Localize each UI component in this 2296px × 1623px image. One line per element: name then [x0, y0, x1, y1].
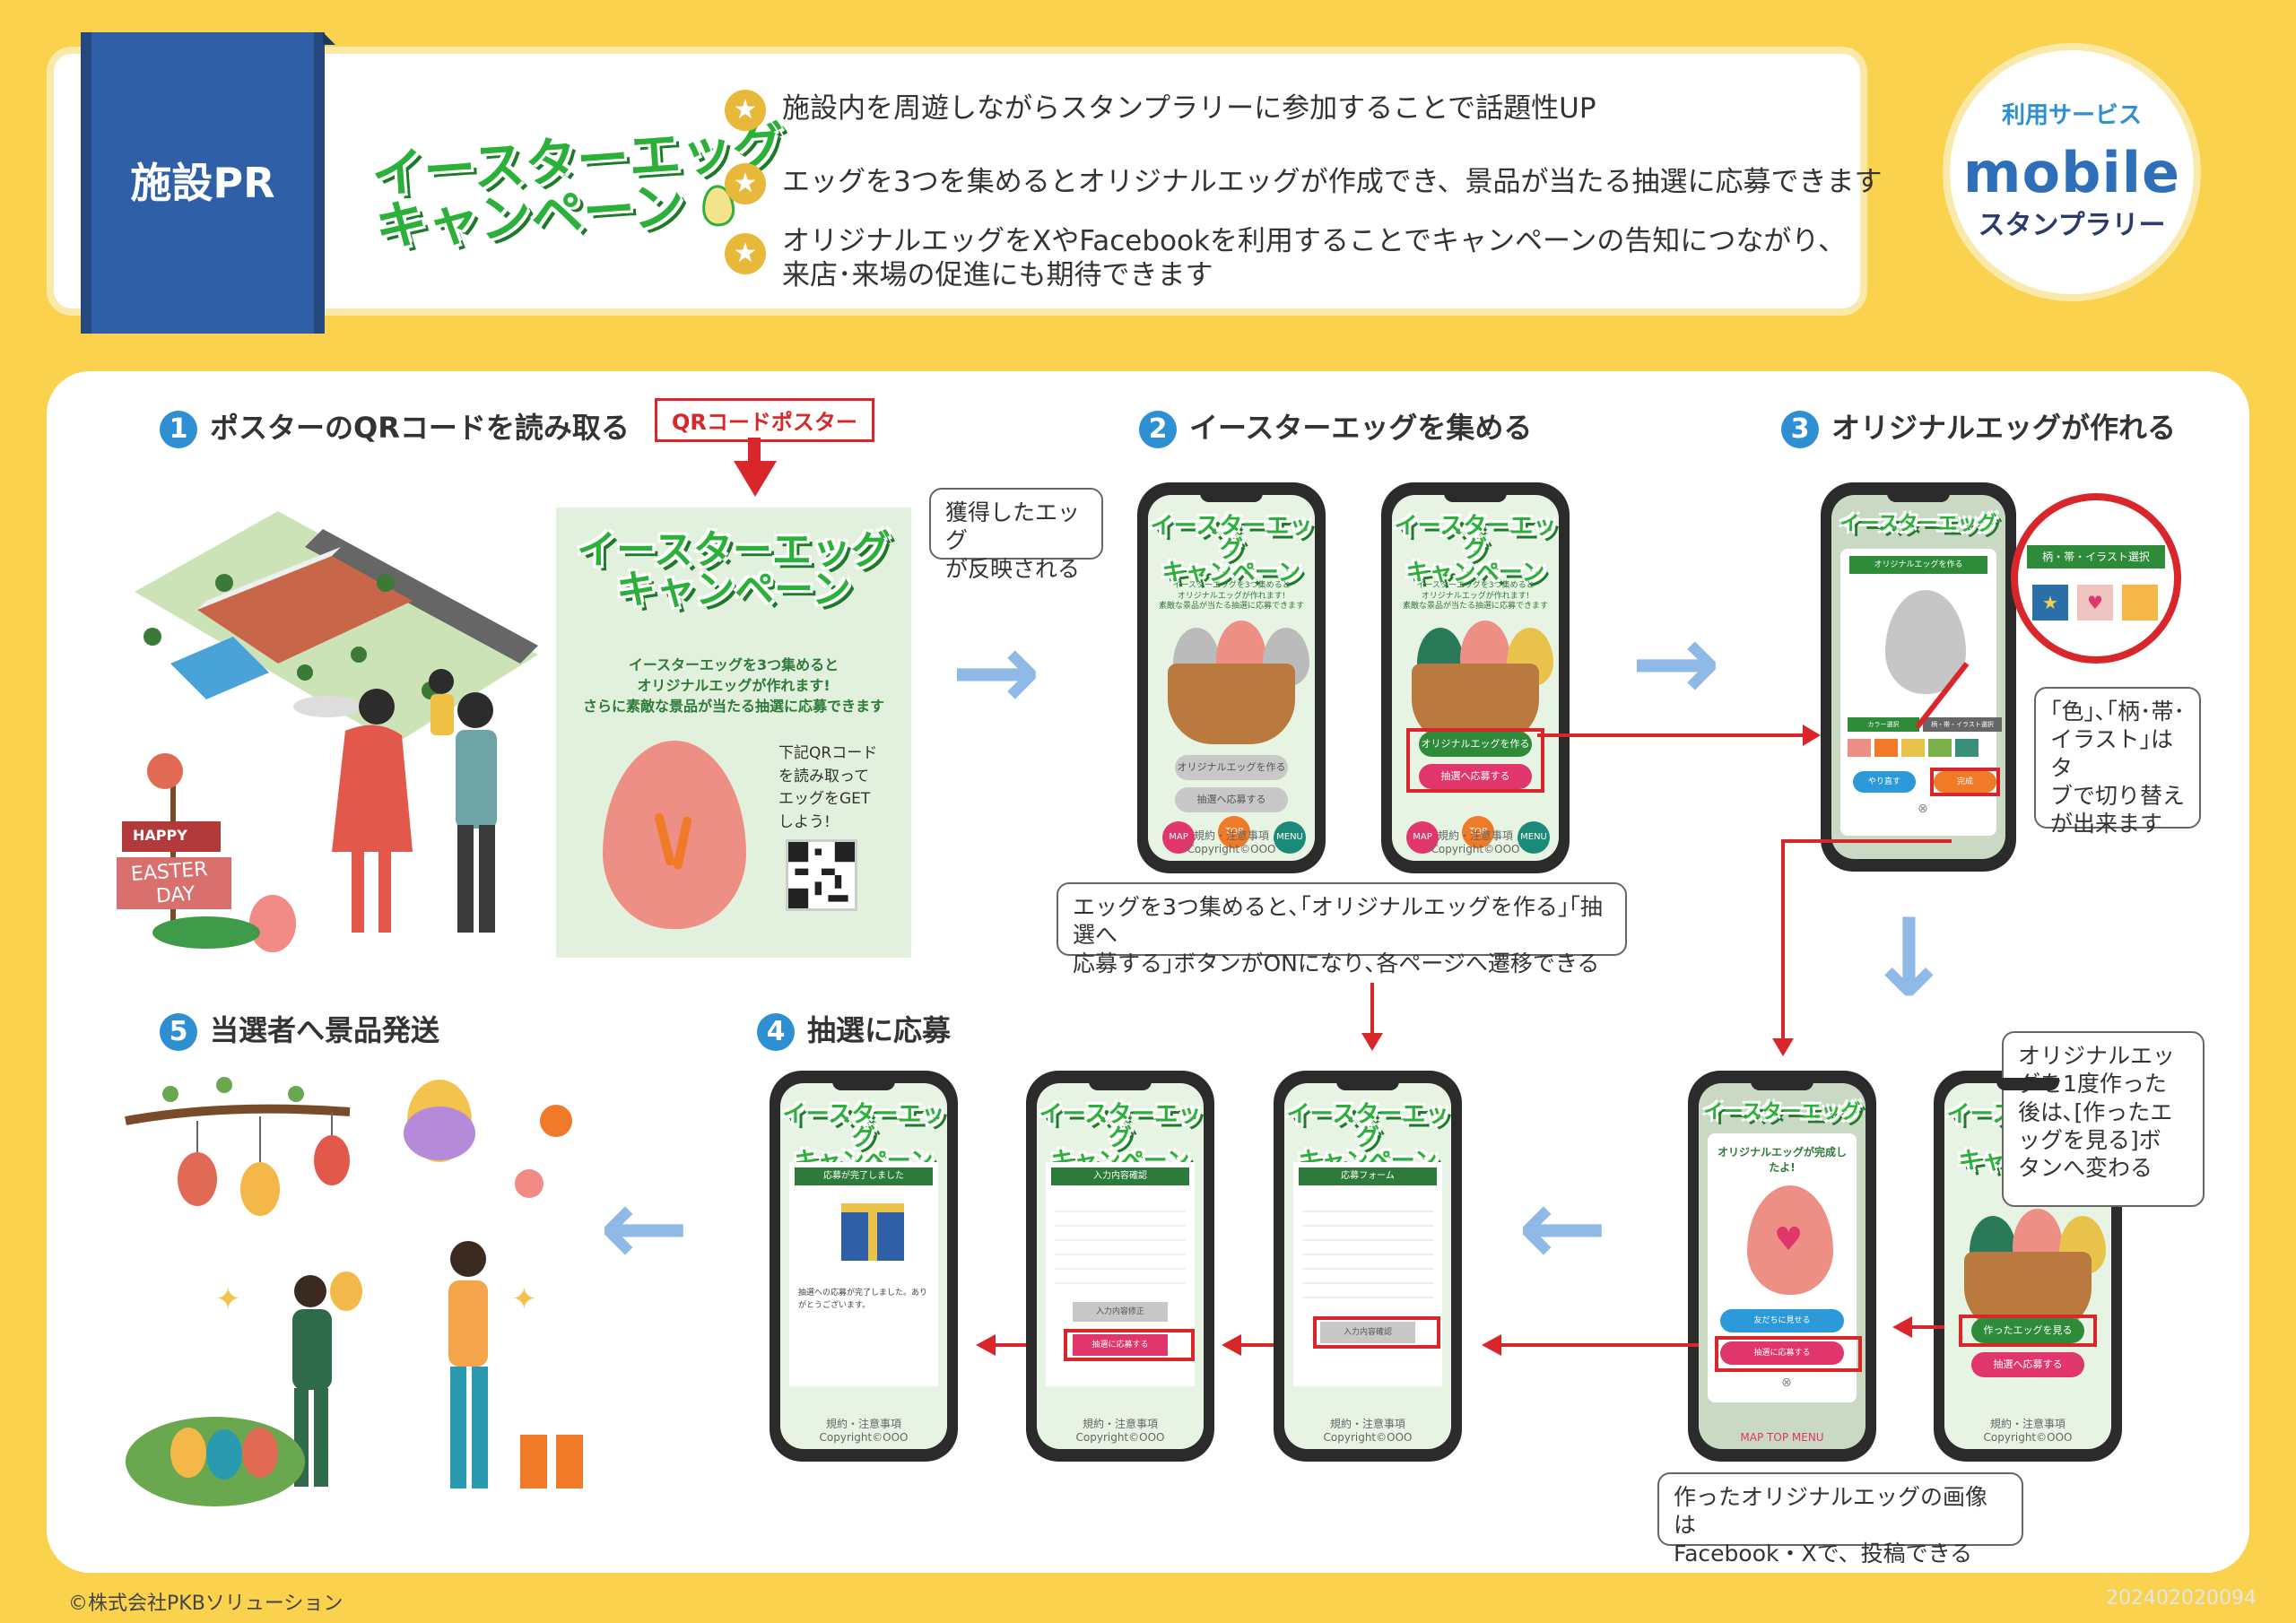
- service-sub: スタンプラリー: [1978, 210, 2166, 241]
- phone-entry-confirm: イースターエッグキャンペーン 入力内容確認 入力内容修正 抽選に応募する 規約・…: [1026, 1071, 1214, 1462]
- flow-arrow-right-icon: →: [1631, 601, 1721, 725]
- phone-egg-complete: イースターエッグ オリジナルエッグが完成したよ! ♥ 友だちに見せる 抽選に応募…: [1688, 1071, 1876, 1462]
- show-friends-button[interactable]: 友だちに見せる: [1720, 1309, 1844, 1332]
- header-card: [47, 47, 1867, 316]
- zoom-label: 柄・帯・イラスト選択: [2027, 545, 2165, 568]
- svg-text:✦: ✦: [215, 1281, 241, 1317]
- confirm-input-button[interactable]: 入力内容確認: [1320, 1322, 1415, 1343]
- maker-title: オリジナルエッグを作る: [1849, 556, 1987, 574]
- top-button[interactable]: TOP: [1218, 816, 1250, 848]
- flow-arrow-left-icon: ←: [599, 1166, 690, 1290]
- star-icon: ★: [725, 233, 766, 274]
- apply-button-disabled[interactable]: 抽選へ応募する: [1174, 787, 1289, 812]
- gift-box-icon: [841, 1203, 904, 1261]
- complete-message: 抽選への応募が完了しました。ありがとうございます。: [798, 1289, 928, 1310]
- view-egg-button[interactable]: 作ったエッグを見る: [1970, 1318, 2085, 1343]
- complete-title: オリジナルエッグが完成したよ!: [1717, 1146, 1847, 1174]
- apply-button[interactable]: 抽選へ応募する: [1970, 1352, 2085, 1377]
- caption-egg-reflected: 獲得したエッグ が反映される: [929, 488, 1103, 582]
- service-badge: 利用サービス mobile スタンプラリー: [1943, 43, 2201, 301]
- submit-apply-button[interactable]: 抽選に応募する: [1073, 1334, 1168, 1356]
- phone-collect-before: イースターエッグキャンペーン イースターエッグを3つ集めるとオリジナルエッグが作…: [1137, 482, 1326, 873]
- phone-entry-complete: イースターエッグキャンペーン 応募が完了しました 抽選への応募が完了しました。あ…: [770, 1071, 958, 1462]
- poster-qr-instructions: 下記QRコード を読み取って エッグをGET しよう!: [778, 744, 878, 831]
- flow-arrow-right-icon: →: [951, 610, 1041, 734]
- prize-illustration: ✦ ✦: [117, 1067, 601, 1515]
- make-egg-button[interactable]: オリジナルエッグを作る: [1418, 732, 1533, 757]
- form-title: 応募フォーム: [1299, 1167, 1437, 1185]
- qr-poster: イースターエッグ キャンペーン イースターエッグを3つ集めると オリジナルエッグ…: [556, 508, 911, 958]
- ribbon-label: 施設PR: [130, 159, 275, 207]
- caption-three-eggs: エッグを3つ集めると､｢オリジナルエッグを作る｣｢抽選へ 応募する｣ボタンがON…: [1057, 882, 1627, 976]
- document-code: 202402020094: [2106, 1587, 2257, 1610]
- star-icon: ★: [725, 163, 766, 204]
- feature-3-line1: オリジナルエッグをXやFacebookを利用することでキャンペーンの告知につなが…: [782, 225, 1847, 257]
- fix-input-button[interactable]: 入力内容修正: [1073, 1302, 1168, 1322]
- close-icon[interactable]: ⊗: [1781, 1376, 1792, 1390]
- caption-tabs: ｢色｣､｢柄･帯･ イラスト｣はタ ブで切り替え が出来ます: [2034, 687, 2201, 837]
- caption-post-sns: 作ったオリジナルエッグの画像は Facebook・Xで、投稿できる: [1657, 1472, 2023, 1567]
- tab-pattern[interactable]: 柄・帯・イラスト選択: [1923, 717, 2002, 732]
- done-button[interactable]: 完成: [1934, 771, 1996, 793]
- phone-egg-maker: イースターエッグ オリジナルエッグを作る カラー選択 柄・帯・イラスト選択 やり…: [1821, 482, 2016, 872]
- map-button[interactable]: MAP: [1406, 821, 1439, 854]
- facility-illustration: HAPPY EASTER DAY: [117, 475, 538, 959]
- top-button[interactable]: TOP: [1462, 816, 1494, 848]
- poster-egg: [603, 741, 746, 929]
- service-brand: mobile: [1962, 140, 2181, 205]
- menu-button[interactable]: MENU: [1518, 821, 1550, 854]
- feature-2: エッグを3つを集めるとオリジナルエッグが作成でき、景品が当たる抽選に応募できます: [782, 166, 1883, 198]
- flow-arrow-down-icon: ↓: [1864, 897, 1954, 1021]
- apply-button[interactable]: 抽選に応募する: [1720, 1341, 1844, 1365]
- map-button[interactable]: MAP: [1162, 821, 1195, 854]
- svg-text:✦: ✦: [511, 1281, 537, 1317]
- ribbon-fold: [323, 32, 335, 45]
- tab-color[interactable]: カラー選択: [1848, 717, 1919, 732]
- copyright: ©株式会社PKBソリューション: [68, 1593, 344, 1615]
- flow-arrow-left-icon: ←: [1518, 1166, 1608, 1290]
- star-icon: ★: [725, 90, 766, 131]
- poster-text: イースターエッグを3つ集めると オリジナルエッグが作れます! さらに素敵な景品が…: [582, 656, 884, 716]
- feature-1: 施設内を周遊しながらスタンプラリーに参加することで話題性UP: [782, 92, 1596, 125]
- qr-poster-tag: QRコードポスター: [655, 398, 874, 442]
- redo-button[interactable]: やり直す: [1853, 771, 1916, 793]
- phone-collect-after: イースターエッグキャンペーン イースターエッグを3つ集めるとオリジナルエッグが作…: [1381, 482, 1570, 873]
- apply-button[interactable]: 抽選へ応募する: [1418, 764, 1533, 789]
- make-egg-button-disabled[interactable]: オリジナルエッグを作る: [1174, 755, 1289, 780]
- qr-code: [786, 839, 857, 911]
- service-label: 利用サービス: [2001, 102, 2142, 129]
- sign-happy: HAPPY: [133, 827, 187, 844]
- close-icon[interactable]: ⊗: [1918, 802, 1928, 816]
- poster-arrow-head: [734, 461, 777, 497]
- caption-button-changes: オリジナルエッ グを1度作った 後は､[作ったエ ッグを見る]ボ タンへ変わる: [2002, 1031, 2205, 1207]
- facility-pr-ribbon: 施設PR: [81, 32, 325, 334]
- sign-day: DAY: [155, 882, 196, 908]
- pattern-zoom-circle: 柄・帯・イラスト選択 ★ ♥: [2011, 493, 2181, 664]
- feature-3-line2: 来店･来場の促進にも期待できます: [782, 259, 1213, 291]
- confirm-title: 入力内容確認: [1051, 1167, 1189, 1185]
- complete-title: 応募が完了しました: [795, 1167, 933, 1185]
- menu-button[interactable]: MENU: [1274, 821, 1306, 854]
- poster-logo: イースターエッグ キャンペーン: [577, 527, 891, 612]
- poster-arrow-shaft: [748, 438, 761, 463]
